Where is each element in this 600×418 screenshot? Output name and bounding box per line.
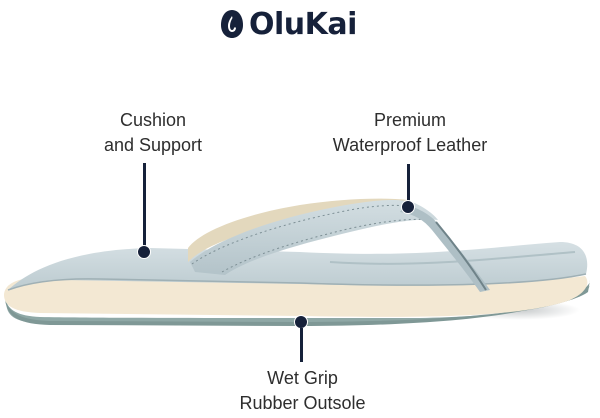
callout-cushion-line1: Cushion xyxy=(119,110,187,130)
callout-leather: Premium Waterproof Leather xyxy=(315,108,505,158)
callout-cushion-line2: and Support xyxy=(103,135,203,155)
fishhook-icon xyxy=(221,10,243,38)
brand-logo: OluKai xyxy=(219,4,357,44)
brand-name: OluKai xyxy=(249,6,357,42)
callout-outsole-line1: Wet Grip xyxy=(267,368,338,388)
callout-leather-line2: Waterproof Leather xyxy=(332,135,488,155)
callout-leather-marker xyxy=(401,200,415,214)
callout-cushion-marker xyxy=(137,245,151,259)
callout-cushion: Cushion and Support xyxy=(88,108,218,158)
callout-outsole-leader xyxy=(300,328,303,362)
callout-outsole-marker xyxy=(294,315,308,329)
callout-leather-leader xyxy=(407,164,410,204)
callout-leather-line1: Premium xyxy=(373,110,446,130)
callout-outsole: Wet Grip Rubber Outsole xyxy=(225,366,380,416)
callout-cushion-leader xyxy=(143,163,146,248)
callout-outsole-line2: Rubber Outsole xyxy=(239,393,366,413)
